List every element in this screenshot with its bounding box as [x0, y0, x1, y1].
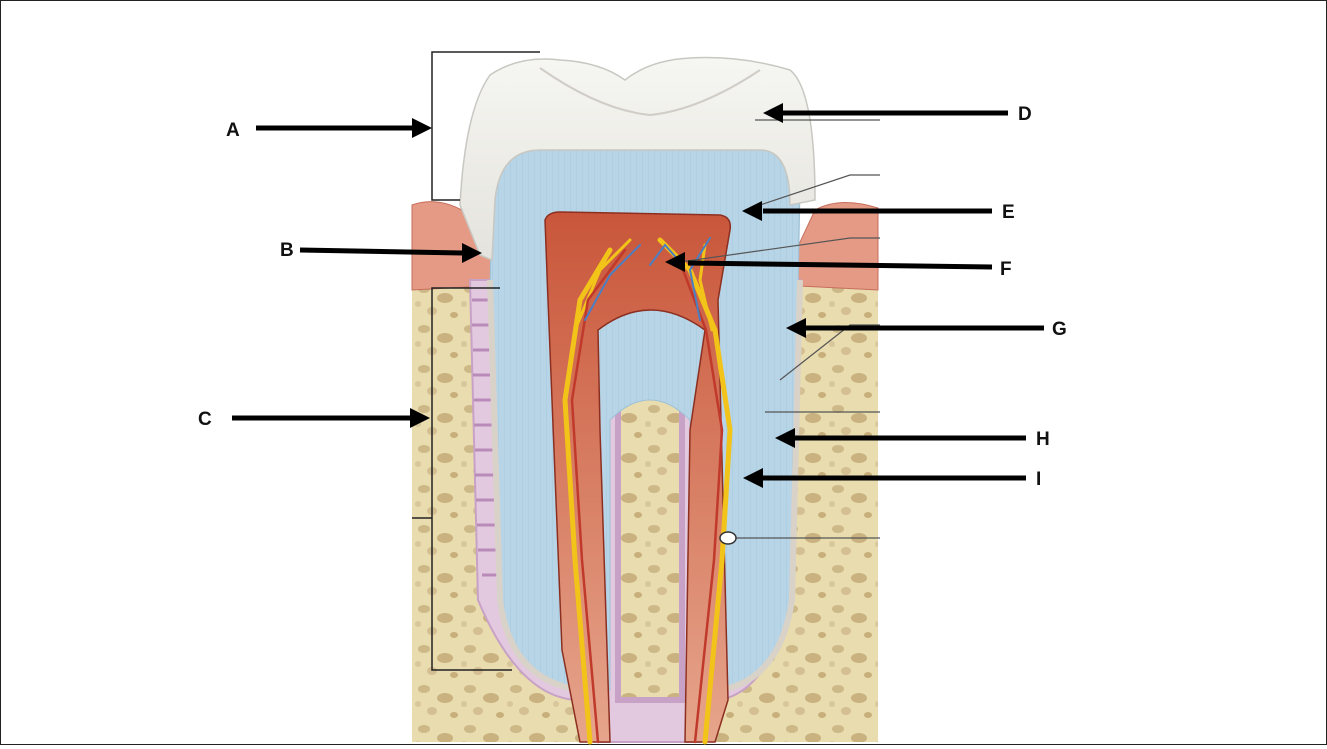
label-I: I — [1036, 469, 1041, 490]
interradicular-septum — [615, 382, 685, 703]
label-A: A — [226, 120, 240, 141]
label-G: G — [1052, 319, 1067, 340]
enamel — [459, 56, 816, 262]
label-arrows — [232, 110, 1044, 481]
crown-bracket — [431, 51, 540, 201]
label-E: E — [1002, 202, 1015, 223]
root-bracket — [431, 287, 512, 671]
arrow-B — [299, 247, 463, 256]
occlusal-fissure — [539, 67, 761, 117]
brackets — [412, 51, 540, 671]
leader-lines — [679, 119, 880, 545]
blood-vessels — [570, 237, 724, 744]
pulp — [544, 211, 732, 743]
label-F: F — [1000, 259, 1012, 280]
cementum-right — [719, 279, 803, 693]
label-H: H — [1036, 429, 1050, 450]
label-D: D — [1018, 104, 1032, 125]
label-C: C — [198, 409, 212, 430]
cementum-left — [487, 279, 581, 693]
label-B: B — [280, 240, 294, 261]
arrow-F — [687, 260, 993, 270]
arrowheads — [410, 103, 806, 488]
